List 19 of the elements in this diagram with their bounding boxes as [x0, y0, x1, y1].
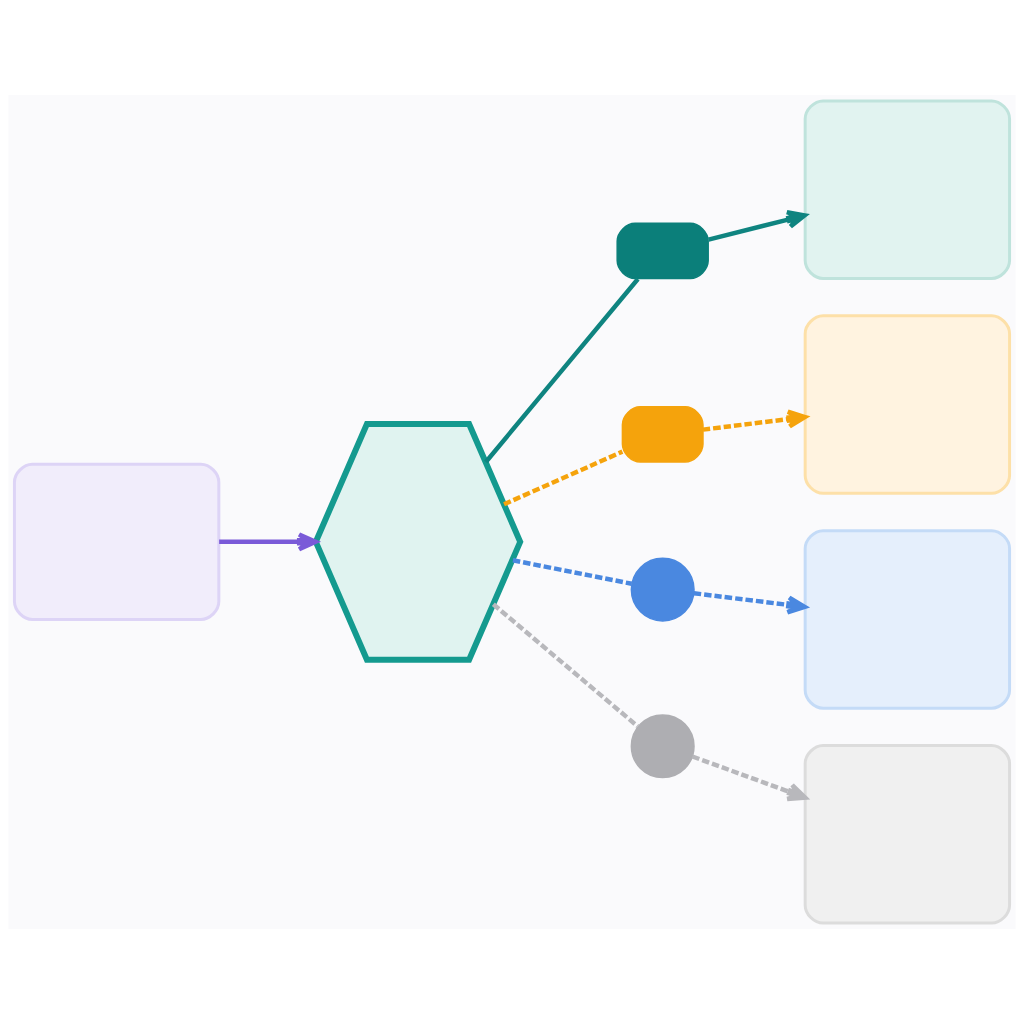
node-pill [616, 222, 709, 280]
arrow [219, 532, 318, 552]
connector [491, 602, 640, 729]
node-circle [630, 557, 695, 622]
arrow [693, 591, 807, 615]
arrow [702, 409, 808, 432]
node-box [803, 99, 1012, 280]
node-circle [630, 714, 695, 779]
node-box [12, 462, 221, 621]
node-pill [621, 406, 704, 463]
connector [484, 277, 640, 464]
node-box [803, 744, 1012, 925]
node-box [803, 529, 1012, 710]
connector [512, 558, 633, 586]
node-box [803, 314, 1012, 495]
arrow [691, 754, 808, 802]
node-hexagon [312, 421, 524, 663]
connector [503, 449, 624, 507]
arrow [707, 210, 807, 242]
